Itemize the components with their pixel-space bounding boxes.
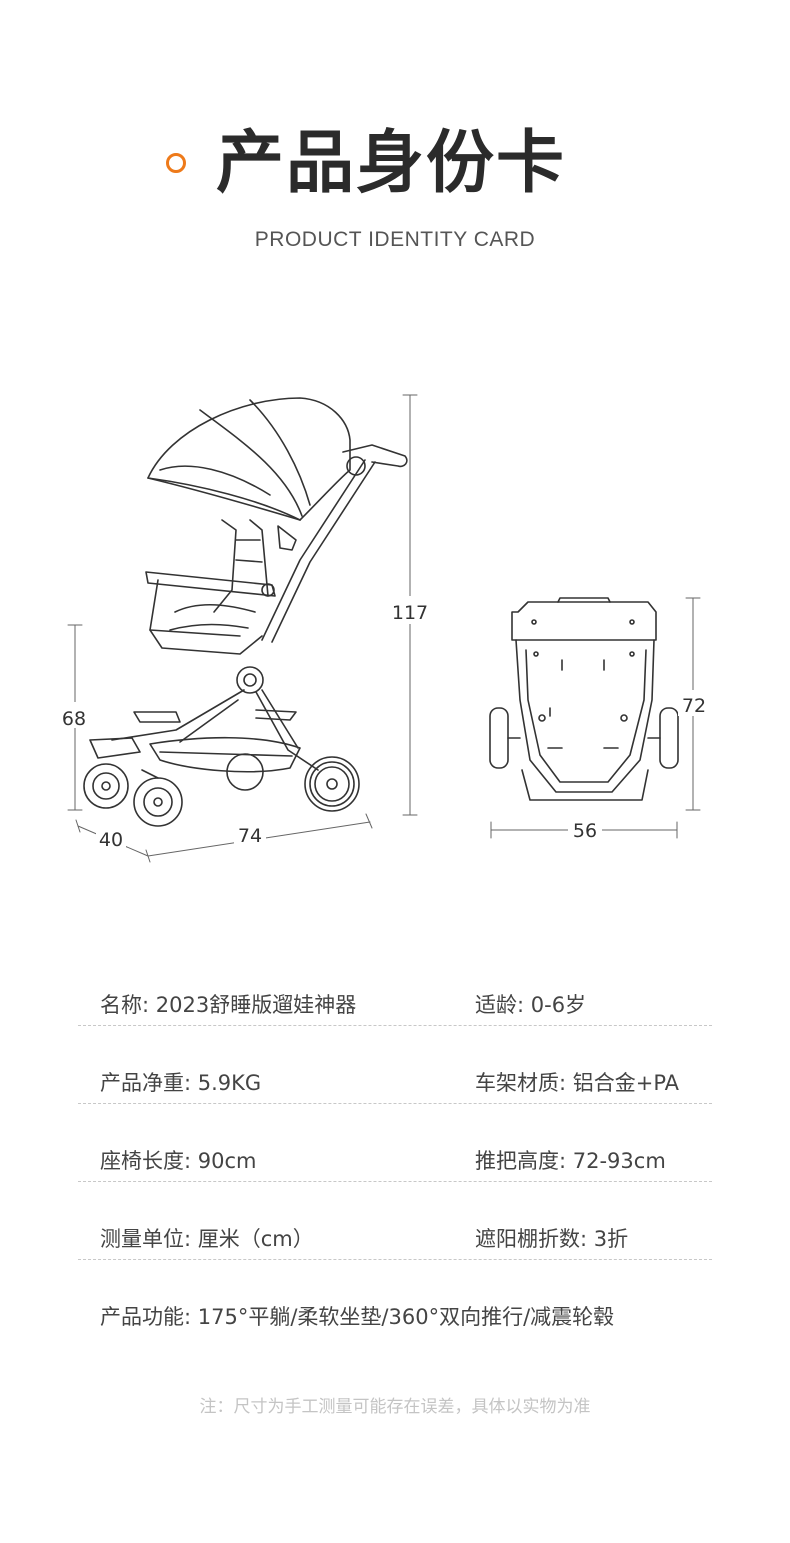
spec-handle-height: 推把高度: 72-93cm — [475, 1149, 666, 1173]
spec-row: 产品功能: 175°平躺/柔软坐垫/360°双向推行/减震轮毂 — [78, 1280, 712, 1358]
spec-features: 产品功能: 175°平躺/柔软坐垫/360°双向推行/减震轮毂 — [100, 1305, 615, 1329]
stroller-side-view — [83, 397, 408, 827]
page-title: 产品身份卡 — [216, 124, 567, 203]
dimension-label-side-height: 68 — [62, 708, 86, 730]
spec-frame-material: 车架材质: 铝合金+PA — [475, 1071, 680, 1095]
spec-divider — [78, 1181, 712, 1182]
spec-weight: 产品净重: 5.9KG — [100, 1071, 262, 1095]
measurement-note: 注：尺寸为手工测量可能存在误差，具体以实物为准 — [199, 1397, 591, 1417]
dimension-label-length: 74 — [238, 825, 262, 847]
spec-age: 适龄: 0-6岁 — [475, 993, 587, 1017]
spec-divider — [78, 1025, 712, 1026]
stroller-dimension-drawing: 68 117 40 74 72 56 — [60, 394, 710, 863]
spec-unit: 测量单位: 厘米（cm） — [100, 1227, 314, 1251]
spec-name: 名称: 2023舒睡版遛娃神器 — [100, 993, 357, 1017]
spec-divider — [78, 1259, 712, 1260]
dimension-label-wheel-depth: 40 — [99, 829, 123, 851]
dimension-label-folded-width: 56 — [573, 820, 597, 842]
stroller-folded-view — [489, 597, 679, 801]
spec-row: 产品净重: 5.9KG 车架材质: 铝合金+PA — [78, 1046, 712, 1124]
page-subtitle: PRODUCT IDENTITY CARD — [254, 228, 536, 251]
dimension-label-total-height: 117 — [392, 602, 428, 624]
spec-row: 座椅长度: 90cm 推把高度: 72-93cm — [78, 1124, 712, 1202]
spec-canopy-folds: 遮阳棚折数: 3折 — [475, 1227, 629, 1251]
title-accent-circle-icon — [166, 153, 186, 173]
spec-seat-length: 座椅长度: 90cm — [100, 1149, 257, 1173]
spec-row: 名称: 2023舒睡版遛娃神器 适龄: 0-6岁 — [78, 968, 712, 1046]
spec-row: 测量单位: 厘米（cm） 遮阳棚折数: 3折 — [78, 1202, 712, 1280]
spec-divider — [78, 1103, 712, 1104]
dimension-label-folded-height: 72 — [682, 695, 706, 717]
